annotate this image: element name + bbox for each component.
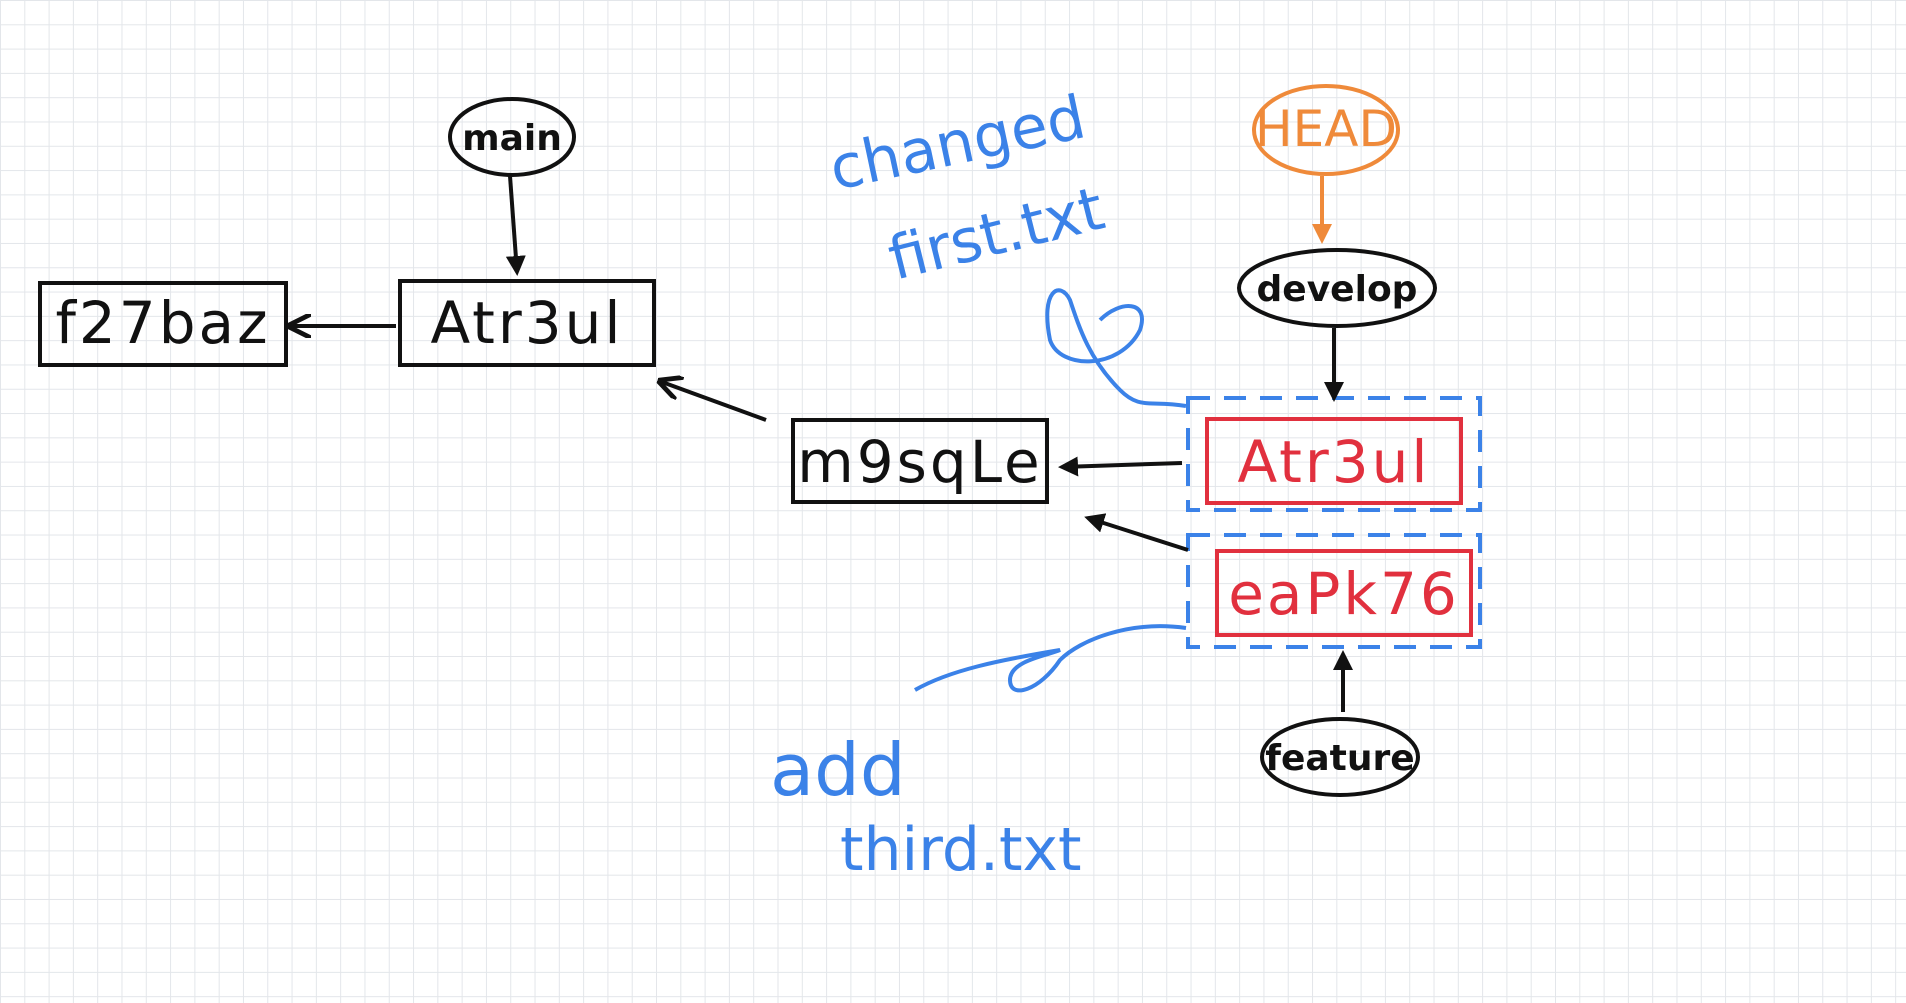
ref-label: feature <box>1265 738 1414 779</box>
parent-arrow-m9sqle-to-atr3ul <box>662 382 767 422</box>
commit-selection-outline <box>1186 533 1482 649</box>
commit-eapk76: eaPk76 <box>1186 533 1482 649</box>
annotation-connector <box>1045 288 1187 408</box>
ref-label: develop <box>1257 269 1418 310</box>
ref-develop: develop <box>1237 248 1437 402</box>
ref-bubble <box>448 97 576 177</box>
annotation-line: add <box>770 728 906 812</box>
ref-label: main <box>462 118 562 159</box>
ref-feature: feature <box>1260 650 1420 797</box>
commit-label: f27baz <box>55 289 270 357</box>
parent-arrow-eapk76-to-m9sqle <box>1084 513 1189 552</box>
ref-head: HEAD <box>1252 84 1400 244</box>
ref-bubble <box>1237 248 1437 328</box>
commit-atr3ul-develop: Atr3ul <box>1186 396 1482 512</box>
commit-label: eaPk76 <box>1228 560 1460 628</box>
commit-box <box>1215 549 1473 637</box>
ref-pointer-arrow <box>505 175 526 276</box>
commit-m9sqle: m9sqLe <box>791 418 1049 504</box>
commit-atr3ul-main: Atr3ul <box>398 279 656 367</box>
commit-box <box>38 281 288 367</box>
commit-label: m9sqLe <box>797 428 1042 496</box>
parent-arrow-atr3ul-develop-to-m9sqle <box>1058 456 1183 477</box>
annotation-connector <box>914 624 1187 693</box>
ref-bubble <box>1260 717 1420 797</box>
commit-f27baz: f27baz <box>38 281 288 367</box>
commit-box <box>791 418 1049 504</box>
commit-box <box>398 279 656 367</box>
annotation-add-third-txt: add third.txt <box>770 624 1187 885</box>
annotation-line: third.txt <box>840 815 1082 885</box>
ref-main: main <box>448 97 576 276</box>
commit-box <box>1205 417 1463 505</box>
commit-label: Atr3ul <box>430 289 623 357</box>
ref-bubble <box>1252 84 1400 176</box>
annotation-line: first.txt <box>882 174 1111 295</box>
ref-label: HEAD <box>1255 100 1397 158</box>
annotation-changed-first-txt: changed first.txt <box>824 82 1187 408</box>
commit-label: Atr3ul <box>1237 428 1430 496</box>
